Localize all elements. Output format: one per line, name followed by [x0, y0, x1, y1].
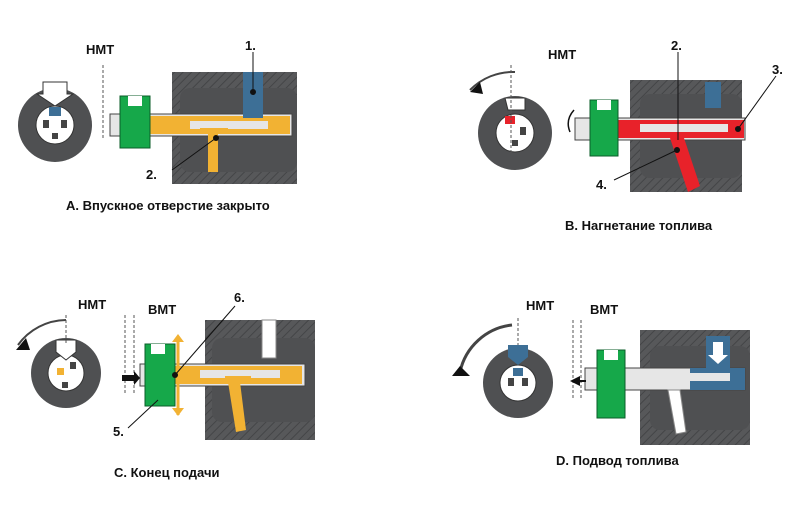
label-4: 4.	[596, 177, 607, 192]
caption-d: D. Подвод топлива	[556, 453, 679, 468]
label-vmt-d: ВМТ	[590, 302, 619, 317]
label-nmt-b: НМТ	[548, 47, 577, 62]
panel-c	[16, 305, 315, 440]
label-2-a: 2.	[146, 167, 157, 182]
label-2-b: 2.	[671, 38, 682, 53]
label-nmt-c: НМТ	[78, 297, 107, 312]
panel-a	[18, 52, 297, 184]
label-nmt-a: НМТ	[86, 42, 115, 57]
panel-b	[469, 52, 777, 192]
caption-c: C. Конец подачи	[114, 465, 220, 480]
caption-b: B. Нагнетание топлива	[565, 218, 713, 233]
label-5: 5.	[113, 424, 124, 439]
label-3: 3.	[772, 62, 783, 77]
label-6: 6.	[234, 290, 245, 305]
label-nmt-d: НМТ	[526, 298, 555, 313]
panel-d	[452, 318, 750, 445]
label-1: 1.	[245, 38, 256, 53]
caption-a: A. Впускное отверстие закрыто	[66, 198, 270, 213]
label-vmt-c: ВМТ	[148, 302, 177, 317]
